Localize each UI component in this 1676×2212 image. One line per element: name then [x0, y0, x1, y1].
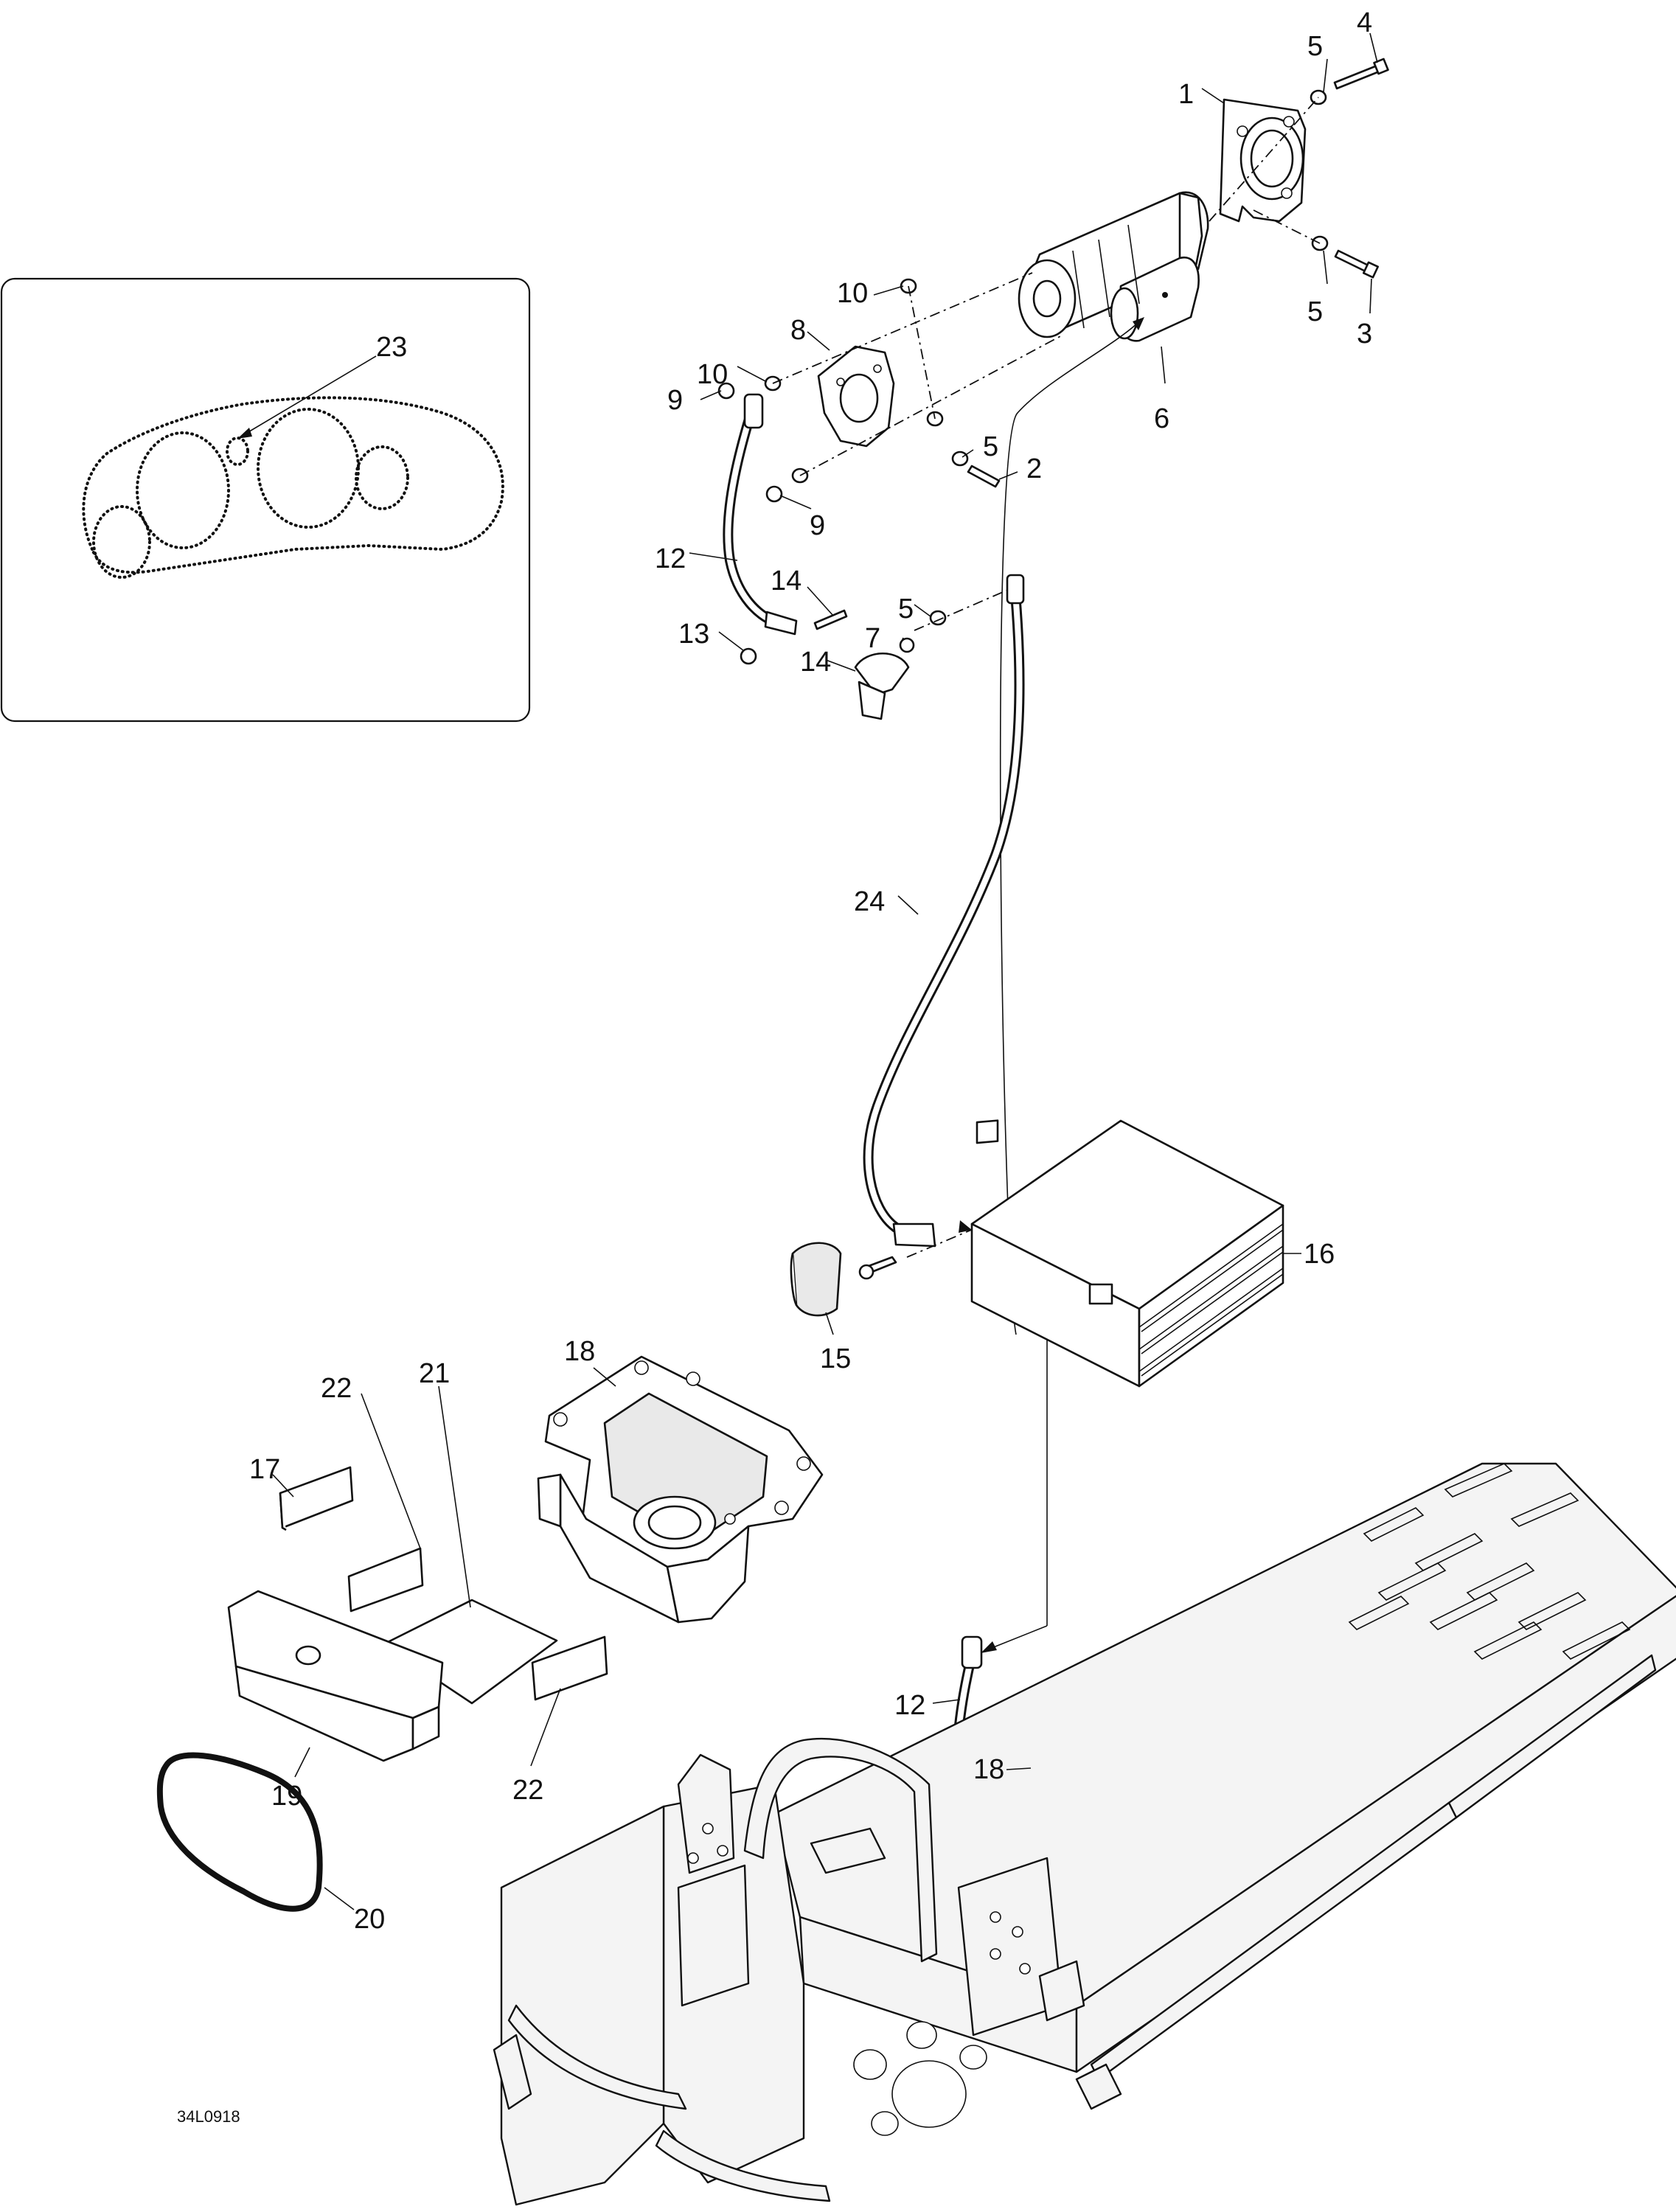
callout-22-bottom: 22 — [512, 1775, 543, 1806]
callout-19: 19 — [271, 1781, 302, 1812]
callout-8: 8 — [790, 315, 806, 346]
callout-15: 15 — [820, 1343, 851, 1374]
callout-18-tray: 18 — [564, 1336, 595, 1367]
callouts: 1 2 3 4 5 5 5 5 6 7 8 9 9 10 10 12 12 13… — [249, 7, 1372, 1935]
callout-21: 21 — [419, 1358, 450, 1389]
callout-14-boot: 14 — [800, 647, 831, 678]
callout-14-top: 14 — [771, 566, 802, 597]
battery-tray — [537, 1355, 824, 1624]
foam-pads — [279, 1466, 608, 1705]
vehicle-frame — [493, 1462, 1676, 2206]
callout-5-mid: 5 — [983, 431, 998, 462]
callout-16: 16 — [1304, 1239, 1335, 1270]
leader-lines — [272, 32, 1378, 1910]
seal-ring — [156, 1752, 323, 1912]
callout-7: 7 — [865, 623, 880, 654]
callout-1: 1 — [1178, 79, 1194, 110]
callout-9-top: 9 — [667, 385, 683, 416]
terminal-boot-15 — [790, 1242, 897, 1317]
callout-22-top: 22 — [321, 1373, 352, 1404]
callout-13: 13 — [678, 619, 709, 650]
terminal-boot-14 — [854, 653, 910, 720]
callout-18-nut: 18 — [973, 1754, 1004, 1785]
positive-cable — [863, 574, 1025, 1248]
starter-motor — [1018, 191, 1209, 342]
callout-4: 4 — [1357, 7, 1372, 38]
callout-10-left: 10 — [697, 359, 728, 390]
callout-3: 3 — [1357, 319, 1372, 349]
callout-5-top: 5 — [1307, 31, 1323, 62]
battery-cover — [227, 1590, 444, 1762]
callout-12-bottom: 12 — [894, 1690, 925, 1721]
drawing-code: 34L0918 — [177, 2107, 240, 2126]
callout-10-top: 10 — [837, 278, 868, 309]
gauge-cluster-outline — [82, 396, 504, 579]
callout-5-low: 5 — [898, 594, 914, 625]
mounting-plate — [817, 345, 895, 448]
ground-cable-top — [723, 393, 798, 636]
inset-panel: 23 — [0, 277, 531, 723]
callout-24: 24 — [854, 886, 885, 917]
callout-6: 6 — [1154, 403, 1169, 434]
leader-23 — [243, 355, 377, 436]
callout-12-top: 12 — [655, 543, 686, 574]
callout-5-right: 5 — [1307, 296, 1323, 327]
callout-17: 17 — [249, 1454, 280, 1485]
callout-23: 23 — [376, 332, 407, 363]
callout-20: 20 — [354, 1904, 385, 1935]
callout-2: 2 — [1026, 453, 1042, 484]
battery — [970, 1119, 1301, 1388]
callout-9-bottom: 9 — [810, 510, 825, 541]
